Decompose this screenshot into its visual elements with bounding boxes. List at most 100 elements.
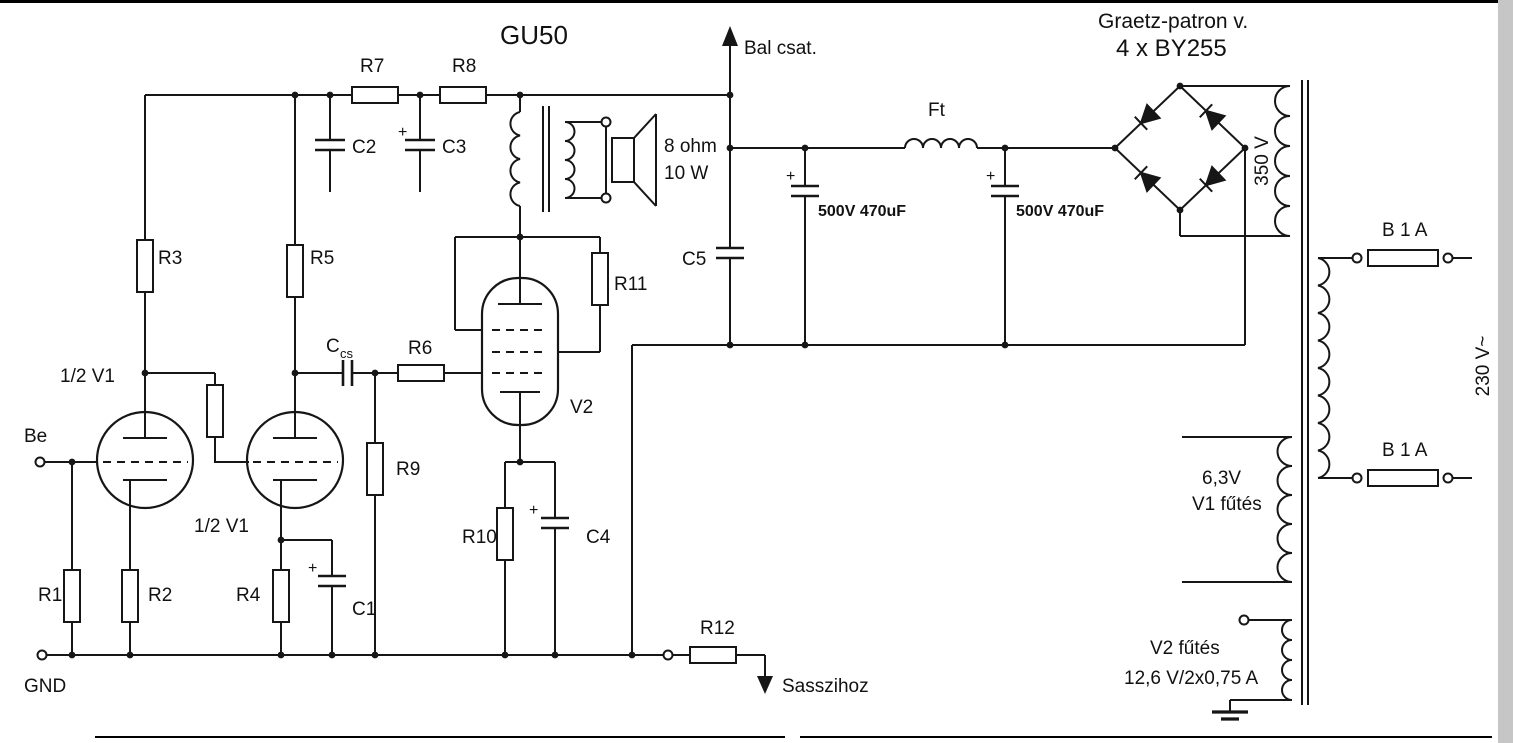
- resistor-r9: [366, 442, 384, 496]
- speaker-terminal-top: [600, 116, 612, 128]
- terminals: [34, 116, 1454, 661]
- label-ccs-subscript: cs: [340, 346, 354, 361]
- plus-c3: +: [398, 124, 407, 141]
- label-mains: 230 V~: [1473, 336, 1494, 397]
- scan-edge-right: [1498, 0, 1513, 743]
- left-channel-arrow: [722, 26, 738, 46]
- filter-capacitor-1: [791, 184, 819, 198]
- plus-c1: +: [308, 560, 317, 577]
- chassis-arrow: [757, 676, 773, 694]
- mains-transformer-core: [1301, 80, 1309, 705]
- scan-edge-top: [0, 0, 1513, 3]
- label-v2: V2: [570, 397, 593, 418]
- resistor-r3: [136, 239, 154, 293]
- hv-secondary-winding: [1274, 85, 1291, 237]
- label-c3: C3: [442, 137, 466, 158]
- fuse-1: [1367, 249, 1439, 267]
- label-r10: R10: [462, 527, 497, 548]
- resistor-r11: [591, 252, 609, 306]
- label-fuse-1: B 1 A: [1382, 220, 1428, 241]
- label-filter-cap-2: 500V 470uF: [1016, 203, 1104, 220]
- label-v1-upper: 1/2 V1: [60, 366, 115, 387]
- diode-bottom-right: [1199, 165, 1227, 193]
- tube-v2: [480, 276, 560, 427]
- speaker-terminal-bottom: [600, 192, 612, 204]
- diode-top-left: [1134, 103, 1162, 131]
- plus-filter-cap-1: +: [786, 168, 795, 185]
- output-secondary-winding: [564, 121, 576, 199]
- capacitor-c5: [716, 246, 744, 260]
- filter-capacitor-2: [991, 184, 1019, 198]
- label-v1-heater: V1 fűtés: [1192, 494, 1262, 515]
- label-graetz: Graetz-patron v.: [1098, 10, 1248, 33]
- label-r3: R3: [158, 248, 182, 269]
- output-transformer: [509, 106, 576, 212]
- tube-v1-first-half: [95, 410, 195, 510]
- capacitor-c4: [541, 516, 569, 530]
- speaker: [611, 113, 657, 207]
- mains-transformer: [1212, 80, 1331, 721]
- label-r11: R11: [614, 274, 647, 295]
- label-r7: R7: [360, 56, 384, 77]
- label-c5: C5: [682, 249, 706, 270]
- label-fuse-2: B 1 A: [1382, 440, 1428, 461]
- label-r4: R4: [236, 585, 261, 606]
- capacitor-ccs: [341, 360, 354, 386]
- plus-c4: +: [529, 502, 538, 519]
- scan-edge-bottom-right: [800, 736, 1492, 738]
- label-left-channel: Bal csat.: [744, 38, 817, 59]
- speaker-cone: [633, 113, 657, 207]
- resistor-r7: [351, 86, 399, 104]
- fuse2-terminal-right: [1442, 472, 1454, 484]
- mains-primary-winding: [1317, 257, 1331, 479]
- label-r12: R12: [700, 618, 735, 639]
- resistor-r1: [63, 569, 81, 623]
- resistor-r5: [286, 244, 304, 298]
- resistor-interstage: [206, 384, 224, 438]
- choke-ft: [904, 138, 978, 149]
- label-r8: R8: [452, 56, 476, 77]
- output-transformer-core: [542, 106, 550, 212]
- ground-terminal: [36, 649, 48, 661]
- resistors: [63, 86, 737, 664]
- fuse1-terminal-right: [1442, 252, 1454, 264]
- resistor-r8: [439, 86, 487, 104]
- v2-heater-winding: [1281, 619, 1293, 701]
- v2-heater-terminal: [1238, 614, 1250, 626]
- capacitor-c3: [405, 138, 435, 152]
- label-c1: C1: [352, 599, 376, 620]
- resistor-r2: [121, 569, 139, 623]
- capacitors: [315, 138, 1019, 588]
- label-v1-lower: 1/2 V1: [194, 516, 249, 537]
- bridge-rectifier: [1113, 84, 1247, 212]
- fuse-2: [1367, 469, 1439, 487]
- label-r6: R6: [408, 338, 432, 359]
- resistor-r12: [689, 646, 737, 664]
- scan-edge-bottom-left: [95, 736, 785, 738]
- label-c2: C2: [352, 137, 376, 158]
- label-v2-heater-rating: 12,6 V/2x0,75 A: [1124, 668, 1258, 689]
- label-input: Be: [24, 426, 47, 447]
- label-r9: R9: [396, 459, 420, 480]
- tube-v1-second-half: [245, 410, 345, 510]
- speaker-magnet: [611, 137, 635, 183]
- diode-top-right: [1199, 103, 1227, 131]
- label-r1: R1: [38, 585, 62, 606]
- label-ground: GND: [24, 676, 66, 697]
- input-terminal: [34, 456, 46, 468]
- v1-heater-winding: [1276, 436, 1293, 583]
- label-r2: R2: [148, 585, 172, 606]
- tube-grid-dashes: [103, 329, 548, 463]
- label-speaker-impedance: 8 ohm: [664, 136, 717, 157]
- fuse2-terminal-left: [1351, 472, 1363, 484]
- label-c4: C4: [586, 527, 611, 548]
- plus-filter-cap-2: +: [986, 168, 995, 185]
- earth-symbol: [1212, 710, 1248, 721]
- fuse1-terminal-left: [1351, 252, 1363, 264]
- capacitor-c1: [318, 574, 346, 588]
- label-by255: 4 x BY255: [1116, 35, 1227, 62]
- label-v1-heater-voltage: 6,3V: [1202, 468, 1241, 489]
- label-hv-secondary: 350 V: [1252, 136, 1273, 186]
